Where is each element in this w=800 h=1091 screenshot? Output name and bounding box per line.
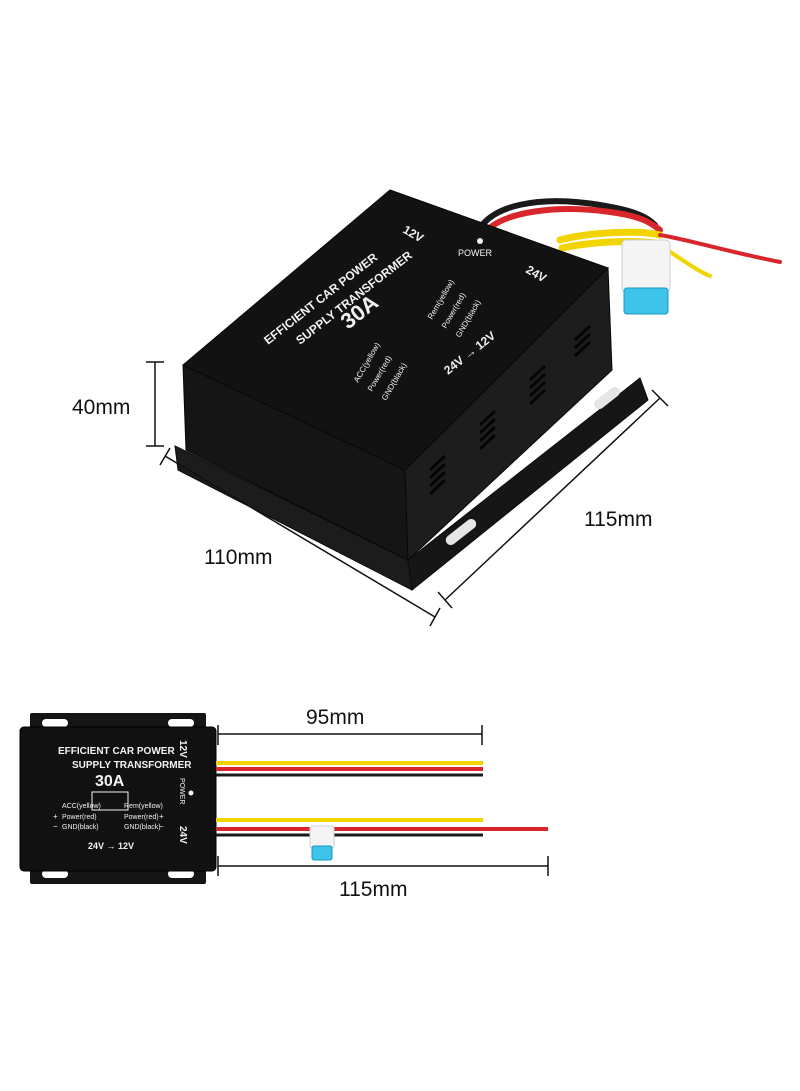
rem-wire-label: Rem(yellow) [124,803,163,810]
input-voltage-label: 24V [177,826,188,844]
dimension-lines-top-view [217,725,549,876]
height-dimension-label: 40mm [72,396,131,419]
input-wires [216,818,548,837]
power-label: POWER [458,248,493,258]
flange-slot [42,870,68,878]
minus-sign-left: − [53,822,58,831]
width-dimension-label: 110mm [204,546,273,569]
wire-long-dimension-label: 115mm [339,878,408,901]
flange-slot [42,719,68,727]
dimension-lines-3d [146,361,669,627]
wire-short-dimension-label: 95mm [306,706,365,729]
unit-rating: 30A [95,773,125,790]
minus-sign-right: − [159,822,164,831]
plus-sign-right: + [159,812,164,821]
fuse-icon [311,845,333,861]
power-wire-label-right: Power(red) [124,814,159,821]
housing-top-view [19,726,217,872]
output-wires [216,761,483,777]
power-wire-label-left: Power(red) [62,814,97,821]
output-voltage-label: 12V [177,740,188,758]
gnd-wire-label-left: GND(black) [62,824,99,831]
power-led [477,238,483,244]
acc-wire-label: ACC(yellow) [62,803,101,810]
power-led [188,790,194,796]
plus-sign-left: + [53,812,58,821]
vent-slots [428,324,592,496]
top-view-labels: EFFICIENT CAR POWER SUPPLY TRANSFORMER 3… [53,740,194,851]
flange-slot [168,870,194,878]
unit-label-line2: SUPPLY TRANSFORMER [72,760,192,771]
flange-slot [594,386,620,410]
gnd-wire-label-right: GND(black) [124,824,161,831]
conversion-label: 24V → 12V [88,841,134,851]
power-label: POWER [178,778,185,804]
flange-slot [168,719,194,727]
flange-slot [445,518,477,546]
fuse-icon [623,287,669,315]
housing-top-face [182,189,609,471]
unit-label-line1: EFFICIENT CAR POWER [58,746,175,757]
length-dimension-label: 115mm [584,508,653,531]
fuse-holder [309,825,335,849]
